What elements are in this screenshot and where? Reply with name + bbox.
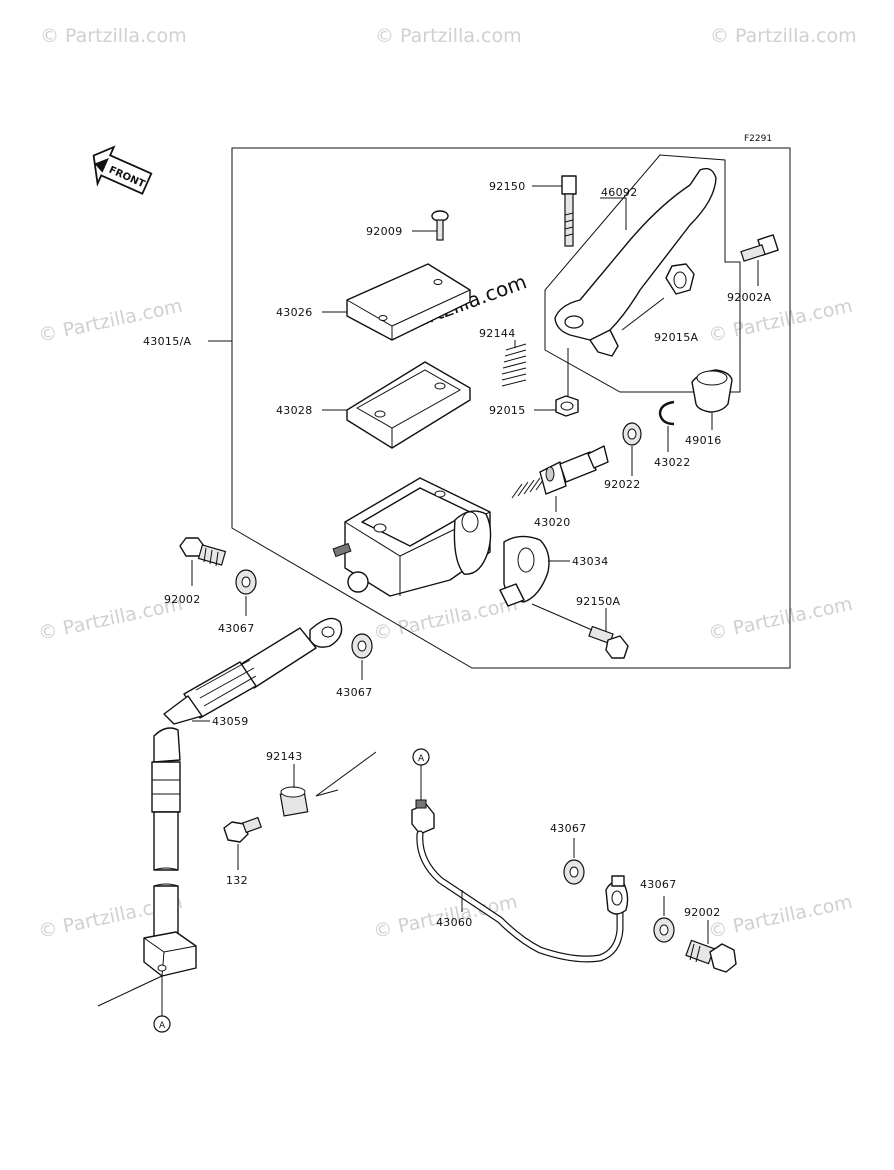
washer-43067-b <box>351 633 373 659</box>
bolt-92150A <box>588 625 629 659</box>
bolt-132 <box>223 816 262 843</box>
bolt-92150 <box>561 175 577 247</box>
part-label-43020: 43020 <box>534 516 571 529</box>
callout-a-lower <box>153 1015 171 1033</box>
part-label-43060: 43060 <box>436 916 473 929</box>
part-label-92143: 92143 <box>266 750 303 763</box>
part-label-92144: 92144 <box>479 327 516 340</box>
diaphragm-43028 <box>346 361 471 449</box>
watermark: © Partzilla.com <box>36 593 184 645</box>
part-label-43015A: 43015/A <box>143 335 191 348</box>
part-label-43026: 43026 <box>276 306 313 319</box>
front-arrow-icon: FRONT <box>92 145 153 195</box>
part-label-92015A: 92015A <box>654 331 698 344</box>
watermark: © Partzilla.com <box>706 593 854 645</box>
reservoir-cover-43026 <box>346 263 471 341</box>
watermark: © Partzilla.com <box>706 891 854 943</box>
washer-43067-d <box>653 917 675 943</box>
part-label-43067-b: 43067 <box>336 686 373 699</box>
washer-92022 <box>622 422 642 446</box>
bolt-92002-top <box>179 537 227 567</box>
master-cylinder-body <box>332 477 492 597</box>
watermark: © Partzilla.com <box>375 25 522 47</box>
screw-92009 <box>431 210 449 241</box>
brake-hose-43059 <box>143 617 343 977</box>
circlip-43022 <box>658 400 675 426</box>
holder-43034 <box>499 535 550 607</box>
part-label-92009: 92009 <box>366 225 403 238</box>
part-label-43067-c: 43067 <box>550 822 587 835</box>
washer-43067-a <box>235 569 257 595</box>
bolt-92002-bottom <box>685 939 737 973</box>
watermark: © Partzilla.com <box>710 25 857 47</box>
part-label-43059: 43059 <box>212 715 249 728</box>
spring-92144 <box>501 343 527 387</box>
part-label-92150: 92150 <box>489 180 526 193</box>
part-label-43067-a: 43067 <box>218 622 255 635</box>
piston-kit-43020 <box>511 445 609 499</box>
boot-49016 <box>691 369 733 413</box>
nut-92015A <box>665 263 695 295</box>
part-label-92002-top: 92002 <box>164 593 201 606</box>
part-label-92002A: 92002A <box>727 291 771 304</box>
part-label-46092: 46092 <box>601 186 638 199</box>
part-label-43067-d: 43067 <box>640 878 677 891</box>
part-label-92022: 92022 <box>604 478 641 491</box>
part-label-49016: 49016 <box>685 434 722 447</box>
lever-group-outline <box>544 154 741 393</box>
brake-pipe-43060 <box>411 799 629 963</box>
nut-92015 <box>555 395 579 417</box>
part-label-92002-bottom: 92002 <box>684 906 721 919</box>
part-label-132: 132 <box>226 874 248 887</box>
part-label-43028: 43028 <box>276 404 313 417</box>
washer-43067-c <box>563 859 585 885</box>
watermark: © Partzilla.com <box>371 593 519 645</box>
lever-46092 <box>554 167 717 357</box>
part-label-43022: 43022 <box>654 456 691 469</box>
callout-a-lower-label: A <box>159 1021 166 1031</box>
bolt-92002A <box>740 234 779 262</box>
callout-a-upper-label: A <box>418 754 425 764</box>
assembly-outline <box>231 147 791 669</box>
collar-92143 <box>279 786 309 817</box>
figure-code: F2291 <box>744 134 772 144</box>
part-label-92150A: 92150A <box>576 595 620 608</box>
part-label-92015: 92015 <box>489 404 526 417</box>
watermark: © Partzilla.com <box>40 25 187 47</box>
part-label-43034: 43034 <box>572 555 609 568</box>
